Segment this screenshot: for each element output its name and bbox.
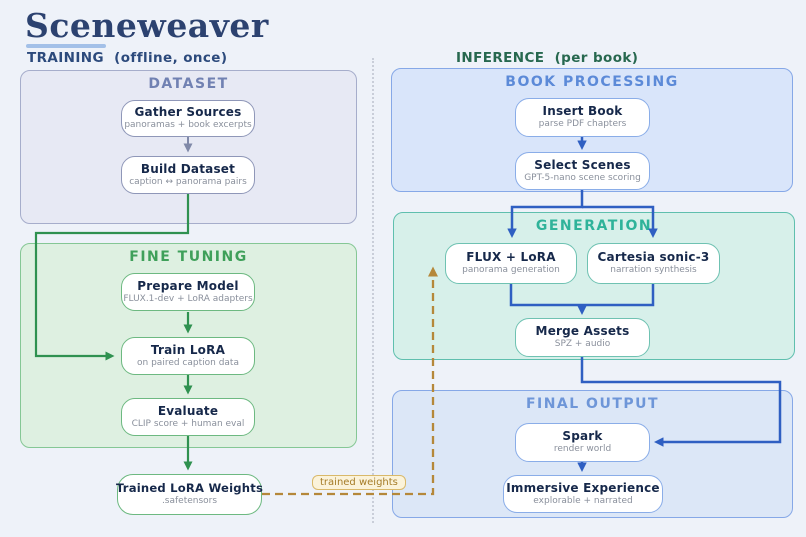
section-dataset: DATASET <box>20 70 357 224</box>
node-spark: Spark render world <box>515 423 650 462</box>
node-spark-subtitle: render world <box>553 444 612 455</box>
node-train-lora-subtitle: on paired caption data <box>137 357 239 368</box>
training-column-label: TRAINING (offline, once) <box>27 50 228 66</box>
node-insert-book: Insert Book parse PDF chapters <box>515 98 650 137</box>
section-book-processing-header: BOOK PROCESSING <box>505 74 679 90</box>
node-select-scenes-subtitle: GPT-5-nano scene scoring <box>524 172 641 183</box>
node-immersive-experience: Immersive Experience explorable + narrat… <box>503 475 663 513</box>
node-trained-lora-weights-title: Trained LoRA Weights <box>115 481 264 496</box>
node-merge-assets-subtitle: SPZ + audio <box>554 339 611 350</box>
section-generation-header: GENERATION <box>535 218 653 234</box>
page-title: Sceneweaver <box>25 6 269 45</box>
inference-column-label: INFERENCE (per book) <box>456 50 639 66</box>
node-merge-assets: Merge Assets SPZ + audio <box>515 318 650 357</box>
section-dataset-header: DATASET <box>148 76 229 92</box>
node-flux-lora-subtitle: panorama generation <box>462 265 560 276</box>
node-select-scenes-title: Select Scenes <box>534 157 631 172</box>
node-merge-assets-title: Merge Assets <box>535 324 630 339</box>
node-build-dataset-subtitle: caption ↔ panorama pairs <box>129 176 247 187</box>
node-evaluate: Evaluate CLIP score + human eval <box>121 398 255 436</box>
node-trained-lora-weights-subtitle: .safetensors <box>161 495 218 506</box>
node-gather-sources-title: Gather Sources <box>134 105 242 120</box>
node-flux-lora-title: FLUX + LoRA <box>466 250 556 265</box>
node-cartesia-sonic: Cartesia sonic-3 narration synthesis <box>587 243 720 284</box>
node-build-dataset: Build Dataset caption ↔ panorama pairs <box>121 156 255 194</box>
node-immersive-experience-title: Immersive Experience <box>506 480 660 495</box>
node-insert-book-subtitle: parse PDF chapters <box>538 119 627 130</box>
node-flux-lora: FLUX + LoRA panorama generation <box>445 243 577 284</box>
node-gather-sources: Gather Sources panoramas + book excerpts <box>121 100 255 137</box>
section-fine-tuning-header: FINE TUNING <box>129 249 248 265</box>
node-immersive-experience-subtitle: explorable + narrated <box>533 495 633 506</box>
node-cartesia-sonic-title: Cartesia sonic-3 <box>597 250 710 265</box>
node-select-scenes: Select Scenes GPT-5-nano scene scoring <box>515 152 650 190</box>
node-insert-book-title: Insert Book <box>542 104 623 119</box>
node-gather-sources-subtitle: panoramas + book excerpts <box>124 120 252 131</box>
node-prepare-model-subtitle: FLUX.1-dev + LoRA adapters <box>123 293 253 304</box>
node-evaluate-subtitle: CLIP score + human eval <box>131 418 245 429</box>
title-underline-accent <box>26 44 106 48</box>
node-trained-lora-weights: Trained LoRA Weights .safetensors <box>115 474 264 515</box>
column-divider <box>372 58 374 523</box>
node-prepare-model-title: Prepare Model <box>137 278 239 293</box>
node-spark-title: Spark <box>562 429 603 444</box>
node-prepare-model: Prepare Model FLUX.1-dev + LoRA adapters <box>121 273 255 311</box>
node-cartesia-sonic-subtitle: narration synthesis <box>610 265 697 276</box>
node-train-lora: Train LoRA on paired caption data <box>121 337 255 375</box>
node-evaluate-title: Evaluate <box>157 403 219 418</box>
node-train-lora-title: Train LoRA <box>150 342 226 357</box>
node-build-dataset-title: Build Dataset <box>140 161 236 176</box>
section-final-output-header: FINAL OUTPUT <box>525 396 660 412</box>
trained-weights-edge-label: trained weights <box>312 475 406 490</box>
